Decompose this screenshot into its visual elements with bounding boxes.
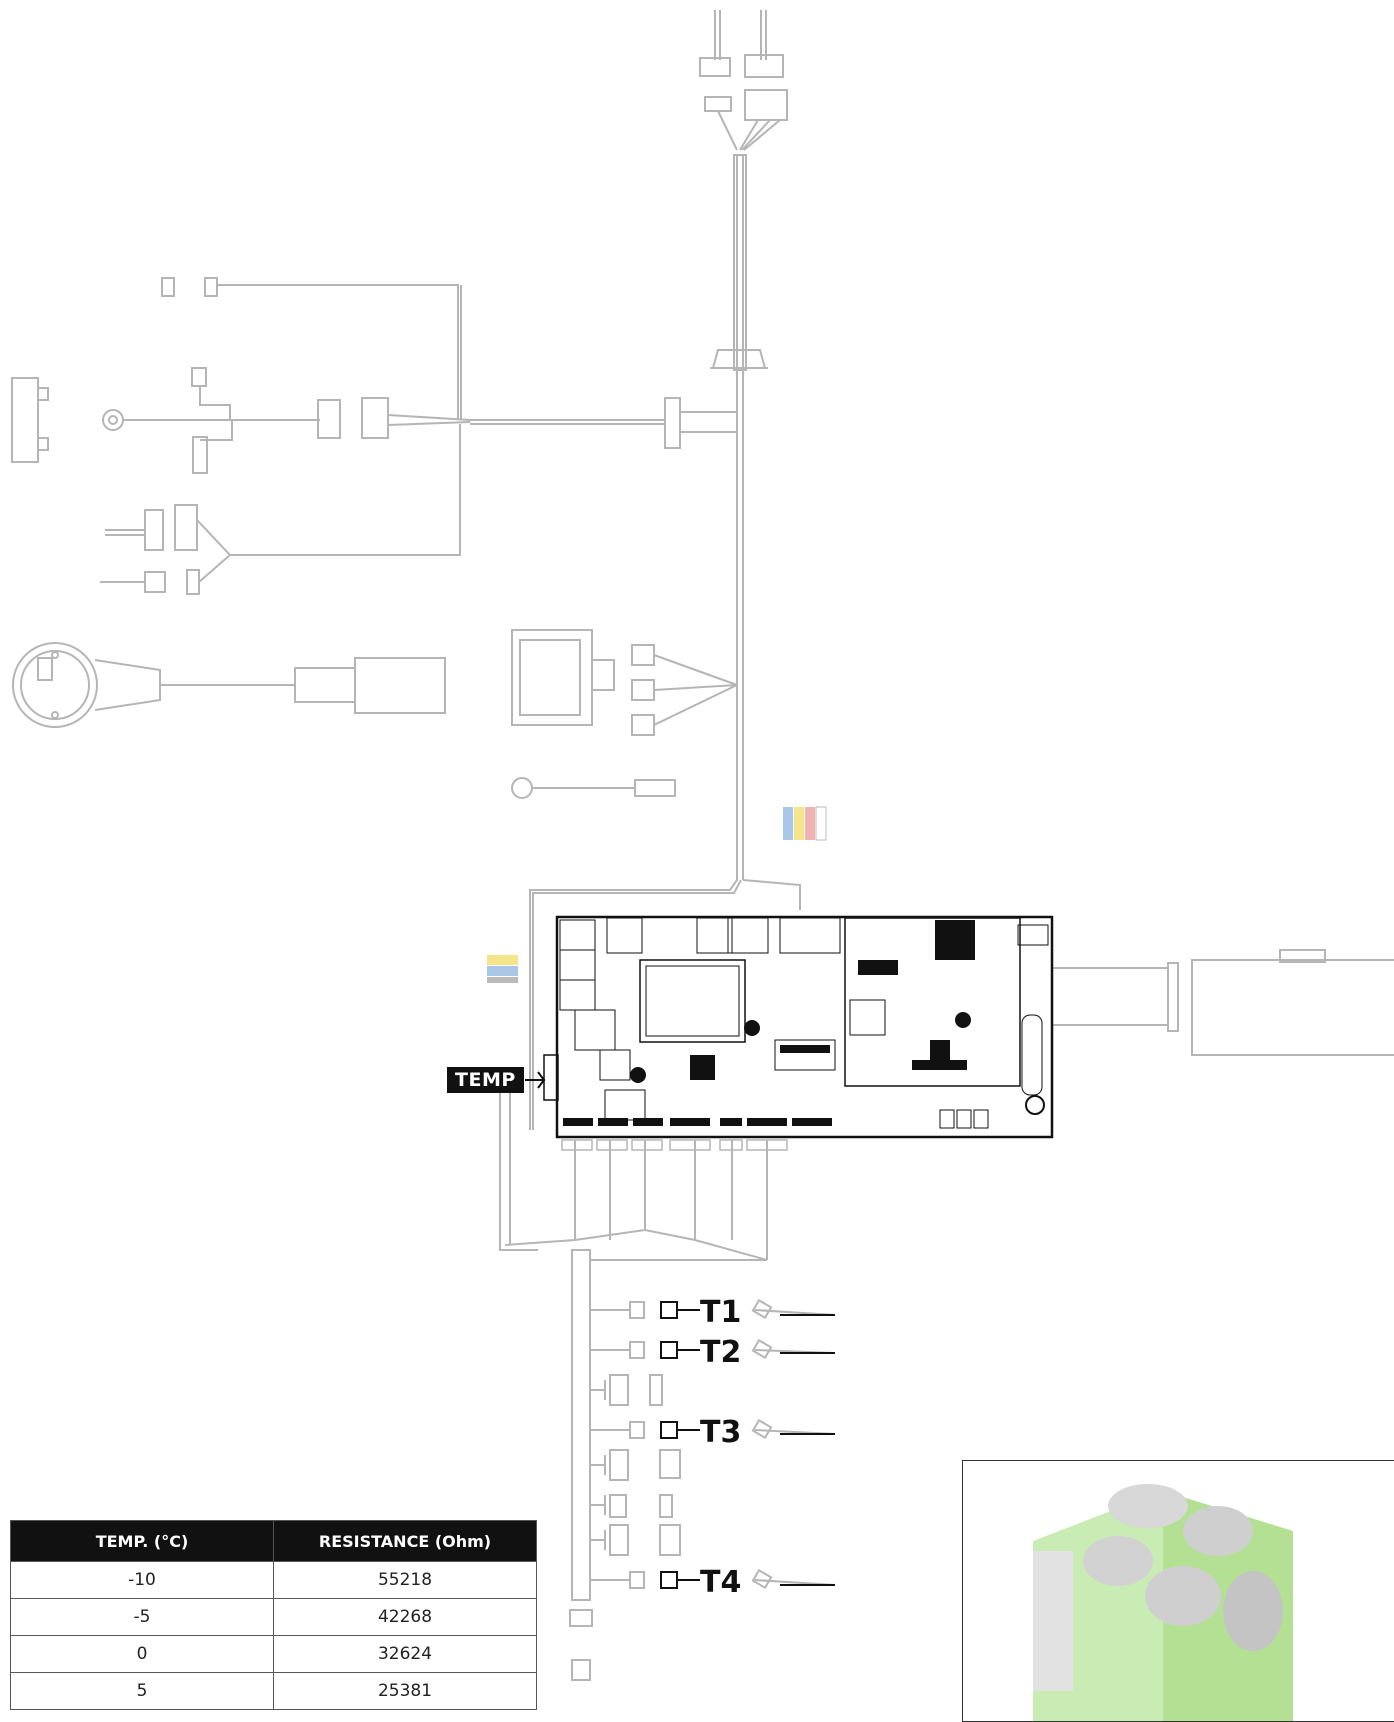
side-grommet	[664, 397, 681, 449]
table-header-row: TEMP. (°C) RESISTANCE (Ohm)	[10, 1520, 537, 1562]
table-cell: -5	[10, 1598, 274, 1636]
table-header-temp: TEMP. (°C)	[10, 1520, 274, 1562]
display-board	[1191, 959, 1394, 1056]
controller-board	[543, 915, 1054, 1139]
table-row: -5 42268	[10, 1598, 537, 1636]
table-cell: 32624	[273, 1635, 537, 1673]
power-plug	[12, 642, 98, 728]
table-cell: 55218	[273, 1561, 537, 1599]
sensor-label-t3: T3	[700, 1415, 742, 1450]
sensor-label-t4: T4	[700, 1565, 742, 1600]
table-row: 0 32624	[10, 1635, 537, 1673]
temp-tag: TEMP	[447, 1067, 524, 1093]
sensor-connector-t4	[660, 1571, 678, 1589]
connector-3pin-a	[317, 399, 341, 439]
table-cell: 42268	[273, 1598, 537, 1636]
color-swatches	[487, 806, 827, 983]
table-cell: 25381	[273, 1672, 537, 1710]
sensor-label-t2: T2	[700, 1335, 742, 1370]
sensor-connector-t3	[660, 1421, 678, 1439]
sensor-label-t1: T1	[700, 1295, 742, 1330]
top-connector-right	[744, 54, 784, 78]
table-cell: -10	[10, 1561, 274, 1599]
ventilation-unit-illustration	[1033, 1484, 1293, 1721]
connector-small-a	[161, 277, 175, 297]
table-header-resistance: RESISTANCE (Ohm)	[273, 1520, 537, 1562]
connector-small-b	[204, 277, 218, 297]
table-cell: 5	[10, 1672, 274, 1710]
resistance-table: TEMP. (°C) RESISTANCE (Ohm) -10 55218 -5…	[10, 1520, 537, 1710]
side-plug	[11, 377, 39, 463]
iec-connector	[294, 667, 356, 703]
connector-3pin-b	[361, 397, 389, 439]
grommet	[711, 349, 767, 369]
cable-sleeve	[733, 154, 747, 371]
top-connector-left	[699, 57, 731, 77]
wiring-diagram	[11, 10, 1394, 1681]
table-cell: 0	[10, 1635, 274, 1673]
ring-terminal	[102, 409, 124, 431]
sensor-connector-t1	[660, 1301, 678, 1319]
sensor-connector-t2	[660, 1341, 678, 1359]
main-cable	[736, 155, 738, 881]
table-row: 5 25381	[10, 1672, 537, 1710]
product-image	[962, 1460, 1394, 1722]
lower-cable	[571, 1249, 591, 1601]
table-row: -10 55218	[10, 1561, 537, 1599]
